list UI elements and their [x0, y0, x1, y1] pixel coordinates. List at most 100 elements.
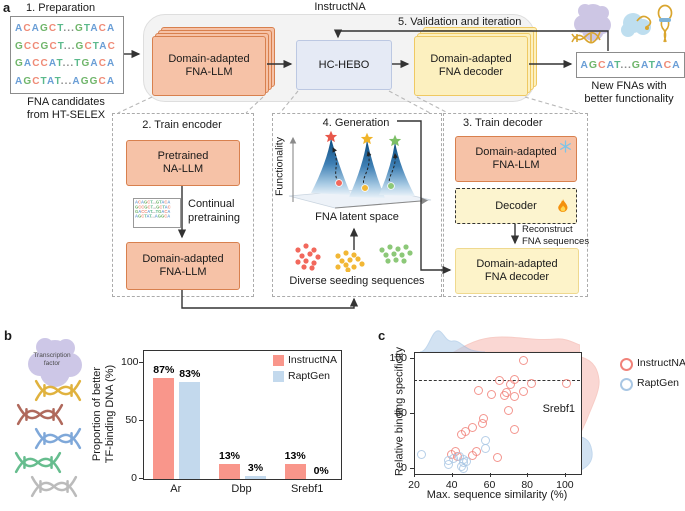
dna-helix-icon	[16, 402, 64, 427]
legend-label-InstructNA: InstructNA	[288, 354, 338, 366]
step1-caption: FNA candidates from HT-SELEX	[26, 96, 106, 121]
step2-title: 2. Train encoder	[142, 119, 222, 131]
protein-icon	[621, 13, 652, 37]
hc-hebo-label: HC-HEBO	[318, 58, 370, 71]
transcription-factor-blob-icon	[28, 338, 82, 387]
continual-pretraining-label: Continual pretraining	[188, 198, 240, 224]
point-InstructNA	[492, 452, 502, 462]
bar-value-label: 13%	[284, 449, 306, 462]
seeding-sequence-clusters	[295, 243, 413, 272]
point-InstructNA	[487, 390, 496, 400]
sequence-line: AGCTAT...AGGCA	[15, 75, 116, 87]
legend-swatch-RaptGen	[273, 371, 284, 382]
point-InstructNA	[473, 385, 483, 395]
domain-adapted-fna-llm-label: Domain-adapted FNA-LLM	[142, 253, 224, 278]
frozen-fna-llm-box: Domain-adapted FNA-LLM	[455, 136, 577, 182]
step3-title: 3. Train decoder	[463, 117, 543, 129]
pretrained-na-llm-label: Pretrained NA-LLM	[157, 150, 209, 175]
dna-helix-icon	[34, 378, 82, 403]
trained-decoder-label: Domain-adapted FNA decoder	[476, 258, 558, 283]
legend-label-RaptGen: RaptGen	[637, 377, 680, 389]
bar-ytick-label: 100	[121, 355, 139, 368]
scatter-ytick-mark	[410, 357, 414, 359]
bar-RaptGen-Dbp	[245, 475, 266, 479]
scatter-xtick-mark	[451, 473, 453, 477]
point-InstructNA	[509, 425, 519, 435]
snowflake-icon	[560, 140, 571, 153]
transcription-factor-label: Transcription factor	[33, 352, 71, 367]
bar-category-label: Dbp	[231, 483, 252, 495]
point-InstructNA	[456, 429, 466, 439]
bar-value-label: 83%	[179, 368, 201, 381]
trained-decoder-box: Domain-adapted FNA decoder	[455, 248, 579, 294]
seeds-label: Diverse seeding sequences	[289, 275, 425, 287]
scatter-ytick-label: 50	[395, 406, 407, 419]
bar-ytick-mark	[139, 478, 143, 480]
point-RaptGen	[462, 457, 472, 467]
seed-dot	[335, 179, 343, 187]
point-InstructNA	[519, 386, 528, 396]
point-RaptGen	[443, 459, 453, 469]
scatter-xtick-label: 60	[483, 479, 496, 491]
point-InstructNA	[477, 418, 487, 428]
scatter-xtick-mark	[489, 473, 491, 477]
point-RaptGen	[481, 444, 491, 454]
bar-InstructNA-Ar	[153, 377, 175, 479]
mini-sequence-line: GACCAT...TGACA	[135, 209, 171, 215]
bar-ytick-mark	[139, 361, 143, 363]
scatter-xtick-mark	[414, 473, 416, 477]
output-sequence-box: AGCAT...GATACA	[576, 52, 685, 78]
flame-icon	[558, 199, 568, 213]
bar-value-label: 13%	[218, 449, 240, 462]
optimum-stars	[324, 130, 402, 147]
seed-dot	[361, 184, 369, 192]
panel-c-label: c	[378, 328, 386, 343]
decoder-label: Domain-adapted FNA decoder	[430, 53, 512, 78]
dna-helix-icon	[30, 474, 78, 499]
encoder-label: Domain-adapted FNA-LLM	[168, 53, 250, 78]
legend-swatch-InstructNA	[273, 355, 284, 366]
legend-ring-InstructNA	[620, 358, 633, 371]
aptamer-icon	[657, 4, 673, 43]
bar-ytick-mark	[139, 419, 143, 421]
validation-label: 5. Validation and iteration	[398, 16, 522, 28]
scatter-ytick-label: 0	[401, 461, 407, 474]
top-density-plot	[419, 330, 580, 352]
point-InstructNA	[503, 405, 513, 415]
pipeline-title: InstructNA	[314, 1, 366, 13]
fna-latent-space-plot	[288, 130, 432, 209]
trainable-decoder-label: Decoder	[495, 199, 537, 212]
hc-hebo-box: HC-HEBO	[296, 40, 392, 90]
decoder-card: Domain-adapted FNA decoder	[414, 36, 528, 96]
point-InstructNA	[519, 356, 528, 366]
scatter-xtick-label: 20	[408, 479, 420, 491]
frozen-fna-llm-label: Domain-adapted FNA-LLM	[475, 146, 557, 171]
right-density-plot	[581, 356, 600, 471]
dna-helix-icon	[34, 426, 82, 451]
bar-category-label: Ar	[170, 483, 182, 495]
bar-value-label: 0%	[313, 465, 329, 477]
scatter-ytick-mark	[410, 412, 414, 414]
pretrained-na-llm-box: Pretrained NA-LLM	[126, 140, 240, 186]
seed-dot	[387, 182, 395, 190]
bar-category-label: Srebf1	[290, 483, 324, 495]
scatter-plot: Srebf1	[414, 352, 582, 475]
encoder-stack: Domain-adapted FNA-LLM	[152, 27, 275, 96]
scatter-xtick-label: 80	[521, 479, 534, 491]
latent-space-label: FNA latent space	[315, 211, 399, 223]
legend-label-RaptGen: RaptGen	[288, 370, 331, 382]
point-InstructNA	[468, 450, 478, 460]
mini-sequence-line: GCCGCT...GCTAC	[135, 204, 171, 210]
output-caption: New FNAs with better functionality	[584, 80, 674, 105]
output-sequence: AGCAT...GATACA	[580, 59, 681, 71]
functionality-peak	[379, 142, 415, 196]
scatter-xtick-mark	[527, 473, 529, 477]
bar-InstructNA-Srebf1	[284, 463, 306, 479]
scatter-xtick-label: 40	[445, 479, 458, 491]
bar-chart-plot: 87%83%13%3%13%0%	[143, 350, 342, 480]
functionality-peak	[349, 140, 385, 198]
bar-value-label: 87%	[153, 363, 175, 376]
